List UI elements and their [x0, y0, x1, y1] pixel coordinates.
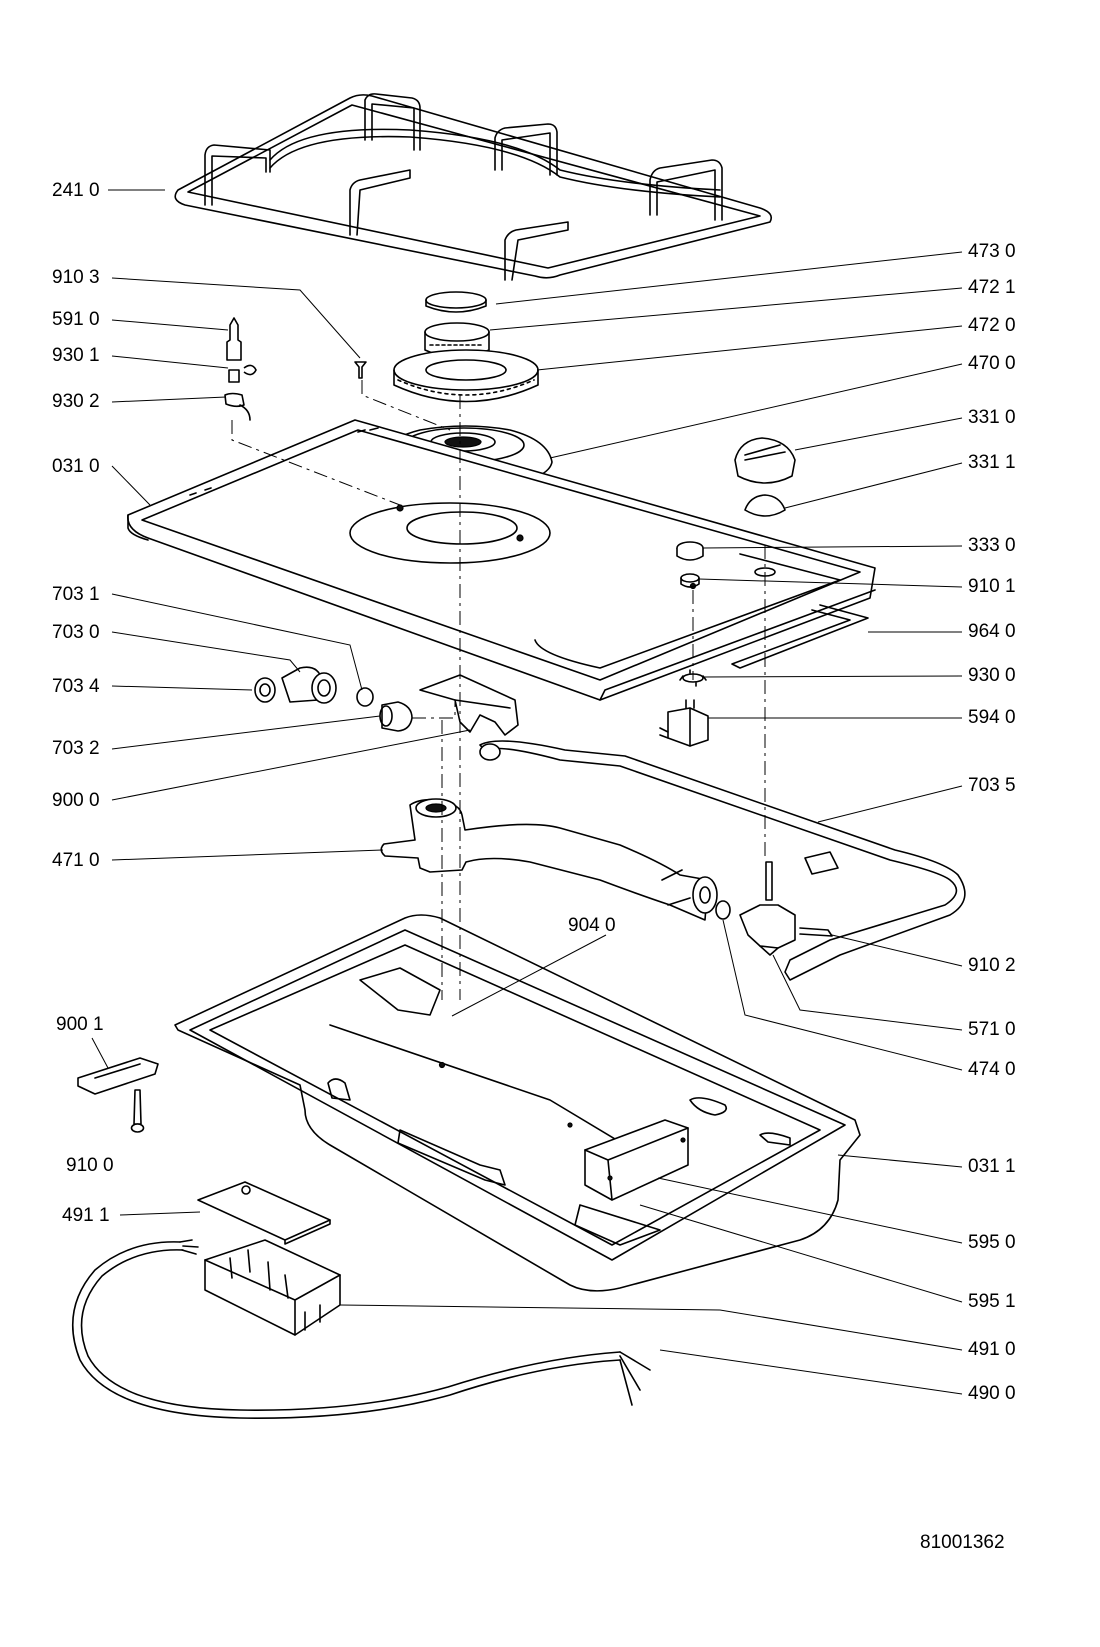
- part-label-472-1: 472 1: [968, 277, 1016, 298]
- power-cable: [71, 1239, 651, 1419]
- control-knob: [734, 437, 796, 484]
- ignition-switch: [659, 699, 709, 747]
- hob-top-plate: [127, 419, 876, 701]
- part-label-703-0: 703 0: [52, 622, 100, 643]
- glass-frame: [731, 604, 869, 669]
- part-label-474-0: 474 0: [968, 1059, 1016, 1080]
- part-label-703-4: 703 4: [52, 676, 100, 697]
- burner-bowl: [380, 798, 718, 921]
- bracket-900-1: [77, 1057, 159, 1095]
- terminal-cover: [197, 1181, 331, 1245]
- part-label-471-0: 471 0: [52, 850, 100, 871]
- gas-pipe: [479, 740, 966, 981]
- bracket-900-0: [419, 674, 519, 736]
- part-label-930-1: 930 1: [52, 345, 100, 366]
- spindle-seal: [676, 541, 704, 561]
- part-label-491-0: 491 0: [968, 1339, 1016, 1360]
- nozzle-holder: [379, 701, 413, 732]
- part-label-910-2: 910 2: [968, 955, 1016, 976]
- part-label-703-1: 703 1: [52, 584, 100, 605]
- part-label-900-0: 900 0: [52, 790, 100, 811]
- flame-spreader-large: [393, 349, 539, 403]
- part-label-595-1: 595 1: [968, 1291, 1016, 1312]
- screw-910-0: [130, 1089, 145, 1133]
- part-label-470-0: 470 0: [968, 353, 1016, 374]
- part-label-930-0: 930 0: [968, 665, 1016, 686]
- assembly-axes: [231, 380, 766, 1000]
- part-label-904-0: 904 0: [568, 915, 616, 936]
- screw-910-3: [354, 361, 367, 379]
- part-label-031-0: 031 0: [52, 456, 100, 477]
- gas-tap: [715, 861, 833, 956]
- part-label-571-0: 571 0: [968, 1019, 1016, 1040]
- part-label-910-3: 910 3: [52, 267, 100, 288]
- leader-lines: [91, 189, 963, 1395]
- part-label-472-0: 472 0: [968, 315, 1016, 336]
- document-number: 81001362: [920, 1532, 1005, 1553]
- part-label-703-5: 703 5: [968, 775, 1016, 796]
- part-label-333-0: 333 0: [968, 535, 1016, 556]
- part-label-910-1: 910 1: [968, 576, 1016, 597]
- part-label-964-0: 964 0: [968, 621, 1016, 642]
- part-label-910-0: 910 0: [66, 1155, 114, 1176]
- terminal-block: [204, 1239, 341, 1336]
- part-label-331-1: 331 1: [968, 452, 1016, 473]
- flame-spreader-small: [424, 322, 490, 359]
- part-label-594-0: 594 0: [968, 707, 1016, 728]
- part-label-930-2: 930 2: [52, 391, 100, 412]
- union-nut: [254, 677, 276, 703]
- elbow-fitting: [281, 666, 337, 704]
- microswitch: [584, 1119, 689, 1201]
- burner-cap: [425, 291, 487, 313]
- injector: [356, 687, 374, 707]
- pan-support-grate: [174, 93, 773, 281]
- part-label-595-0: 595 0: [968, 1232, 1016, 1253]
- washer: [680, 573, 700, 588]
- part-label-241-0: 241 0: [52, 180, 100, 201]
- knob-bezel: [744, 494, 786, 517]
- part-label-900-1: 900 1: [56, 1014, 104, 1035]
- part-label-703-2: 703 2: [52, 738, 100, 759]
- part-label-331-0: 331 0: [968, 407, 1016, 428]
- part-label-491-1: 491 1: [62, 1205, 110, 1226]
- part-label-473-0: 473 0: [968, 241, 1016, 262]
- part-label-591-0: 591 0: [52, 309, 100, 330]
- bottom-tray: [174, 914, 861, 1292]
- ignition-electrode: [224, 317, 257, 421]
- part-label-031-1: 031 1: [968, 1156, 1016, 1177]
- part-label-490-0: 490 0: [968, 1383, 1016, 1404]
